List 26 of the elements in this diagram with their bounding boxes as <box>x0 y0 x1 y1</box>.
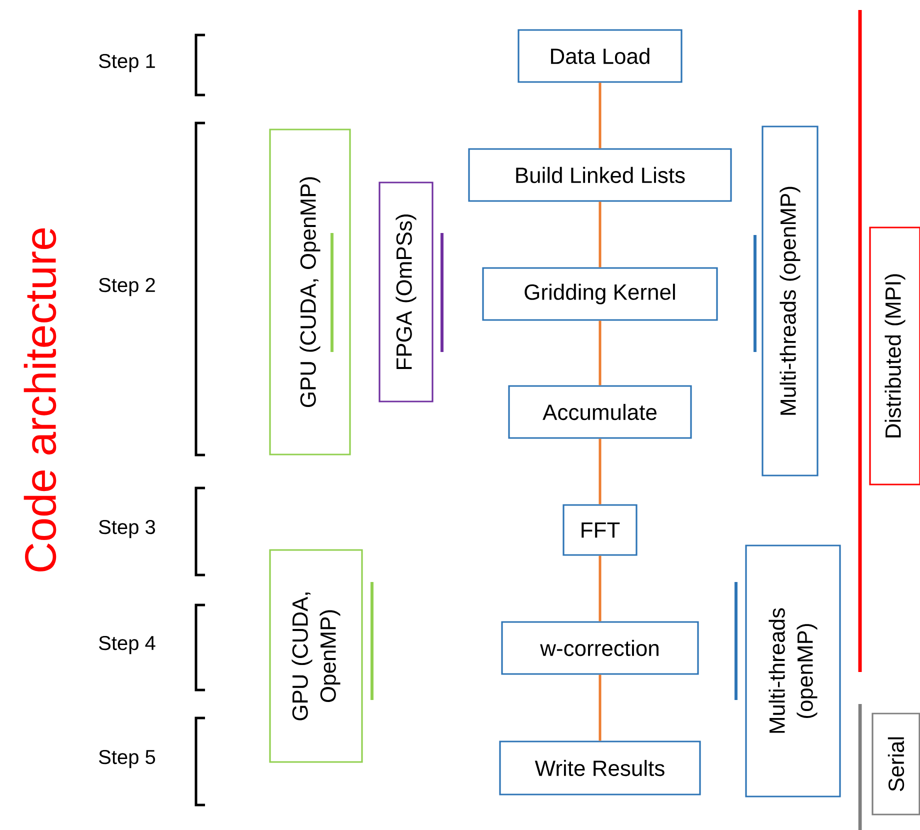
process-box: w-correction <box>501 621 699 675</box>
step-label: Step 1 <box>99 54 155 72</box>
group-label-box: Distributed (MPI) <box>869 226 920 486</box>
connector-line <box>598 438 602 504</box>
connector-line <box>598 674 602 741</box>
step-label: Step 4 <box>99 636 156 654</box>
step-label: Step 3 <box>99 520 156 538</box>
group-label-box: Multi-threads (openMP) <box>762 126 818 476</box>
step-label: Step 5 <box>99 750 156 768</box>
process-box: Data Load <box>518 29 682 83</box>
process-box: Accumulate <box>508 385 692 439</box>
title: Code architecture <box>24 228 56 572</box>
process-box: FFT <box>562 504 638 556</box>
group-label-box: GPU (CUDA, OpenMP) <box>269 128 351 456</box>
process-box: Write Results <box>499 740 701 796</box>
group-label-box: GPU (CUDA, OpenMP) <box>269 549 363 763</box>
connector-line <box>598 202 602 268</box>
group-label-box: FPGA (OmPSs) <box>378 182 434 402</box>
connector-line <box>598 556 602 622</box>
step-label: Step 2 <box>99 278 155 296</box>
process-box: Gridding Kernel <box>482 267 718 321</box>
group-label-box: Multi-threads (openMP) <box>745 544 841 798</box>
connector-line <box>598 320 602 386</box>
process-box: Build Linked Lists <box>468 148 732 202</box>
connector-line <box>598 82 602 148</box>
group-label-box: Serial <box>872 712 920 816</box>
